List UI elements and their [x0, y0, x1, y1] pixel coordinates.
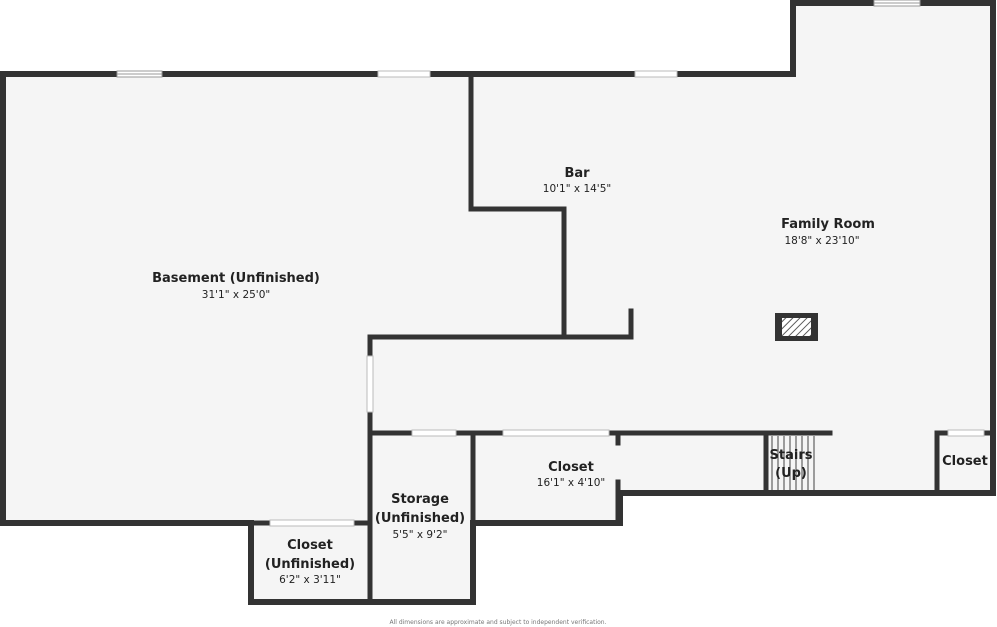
opening [269, 519, 355, 527]
bar-wall [468, 71, 634, 340]
closet-middle-dimensions: 16'1" x 4'10" [537, 477, 605, 489]
main-floor [3, 3, 993, 602]
windows [116, 0, 985, 527]
closet-right-name: Closet [942, 454, 988, 469]
bar-dimensions: 10'1" x 14'5" [543, 183, 611, 195]
storage-qualifier: (Unfinished) [375, 511, 465, 526]
closet-bottom-qualifier: (Unfinished) [265, 557, 355, 572]
basement-east-wall [367, 334, 567, 526]
opening [947, 429, 985, 437]
opening [411, 429, 457, 437]
closet-middle-name: Closet [548, 460, 594, 475]
window-icon [116, 70, 163, 78]
window-icon [377, 70, 431, 78]
bar-name: Bar [564, 166, 590, 181]
closet-bottom-dimensions: 6'2" x 3'11" [279, 574, 341, 586]
opening [502, 429, 610, 437]
storage-dimensions: 5'5" x 9'2" [392, 529, 447, 541]
disclaimer: All dimensions are approximate and subje… [389, 619, 606, 626]
floor-areas [3, 3, 993, 602]
window-icon [634, 70, 678, 78]
fireplace-icon [775, 313, 818, 341]
closet-bottom-name: Closet [287, 538, 333, 553]
basement-dimensions: 31'1" x 25'0" [202, 289, 270, 301]
family-room-dimensions: 18'8" x 23'10" [784, 235, 859, 247]
stairs-icon [771, 436, 815, 490]
basement-name: Basement (Unfinished) [152, 271, 320, 286]
stairs-name: Stairs [770, 448, 813, 463]
storage-name: Storage [391, 492, 449, 507]
stairs-direction: (Up) [775, 466, 807, 481]
opening [366, 355, 374, 413]
family-room-name: Family Room [781, 217, 875, 232]
room-labels: Basement (Unfinished) 31'1" x 25'0" Bar … [152, 166, 988, 626]
window-icon [873, 0, 921, 7]
